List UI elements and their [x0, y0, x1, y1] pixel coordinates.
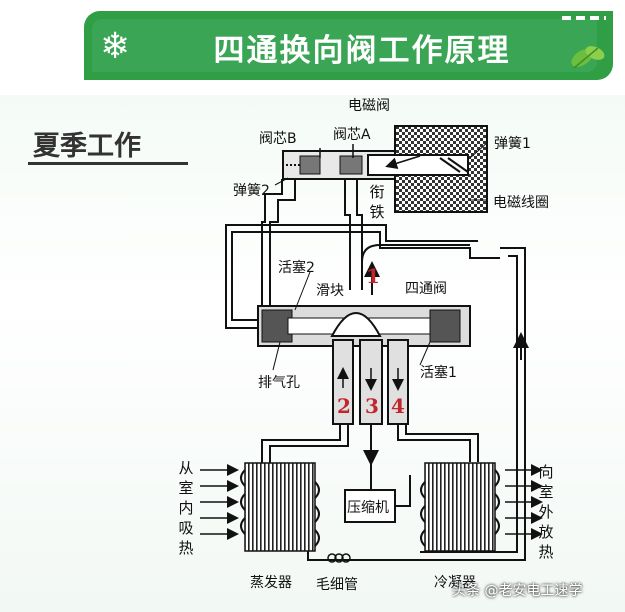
watermark: 头条 @老安电工速学	[452, 583, 583, 599]
snowflake-icon: ❄	[100, 26, 131, 67]
label-core-b: 阀芯B	[259, 131, 297, 147]
leader-lines	[272, 142, 488, 371]
section-underline	[28, 162, 188, 165]
label-coil: 电磁线圈	[493, 195, 549, 211]
condenser-coil	[420, 462, 500, 552]
solenoid-valve	[282, 125, 488, 213]
evaporator-coil	[240, 462, 320, 552]
port-pipes	[261, 424, 479, 561]
label-capillary: 毛细管	[316, 577, 358, 593]
port-number-2: 2	[337, 394, 351, 418]
label-release-heat: 向室外放热	[538, 463, 554, 561]
port-number-1: 1	[366, 264, 380, 288]
port-1-pipe	[361, 244, 470, 295]
pilot-tubes	[261, 179, 363, 315]
label-solenoid-valve: 电磁阀	[348, 98, 390, 114]
label-piston-1: 活塞1	[420, 365, 457, 381]
compressor-box	[344, 489, 396, 523]
port-number-4: 4	[391, 394, 405, 418]
heat-out-arrows	[505, 464, 543, 540]
label-absorb-heat: 从室内吸热	[178, 459, 194, 557]
armature	[367, 154, 469, 176]
label-spring-1: 弹簧1	[494, 136, 531, 152]
label-piston-2: 活塞2	[278, 260, 315, 276]
label-armature: 衔铁	[369, 183, 385, 221]
label-four-way-valve: 四通阀	[405, 281, 447, 297]
decor-dashes	[562, 16, 606, 20]
label-core-a: 阀芯A	[333, 127, 371, 143]
leaf-icon	[571, 46, 605, 69]
capillary-tube	[327, 553, 351, 563]
title-banner: ❄ 四通换向阀工作原理	[84, 11, 613, 80]
label-exhaust: 排气孔	[258, 375, 300, 391]
section-title: 夏季工作	[33, 131, 141, 162]
page-title: 四通换向阀工作原理	[213, 33, 511, 69]
lower-ports	[332, 339, 409, 425]
slider-block	[330, 312, 382, 337]
label-compressor: 压缩机	[347, 500, 389, 516]
heat-in-arrows	[200, 464, 239, 540]
label-slider: 滑块	[316, 283, 344, 299]
title-banner-inner: ❄ 四通换向阀工作原理	[92, 19, 597, 72]
label-evaporator: 蒸发器	[250, 575, 292, 591]
port-number-3: 3	[365, 394, 379, 418]
label-condenser: 冷凝器	[434, 575, 476, 591]
label-spring-2: 弹簧2	[233, 183, 270, 199]
main-loop-pipe	[225, 224, 529, 561]
